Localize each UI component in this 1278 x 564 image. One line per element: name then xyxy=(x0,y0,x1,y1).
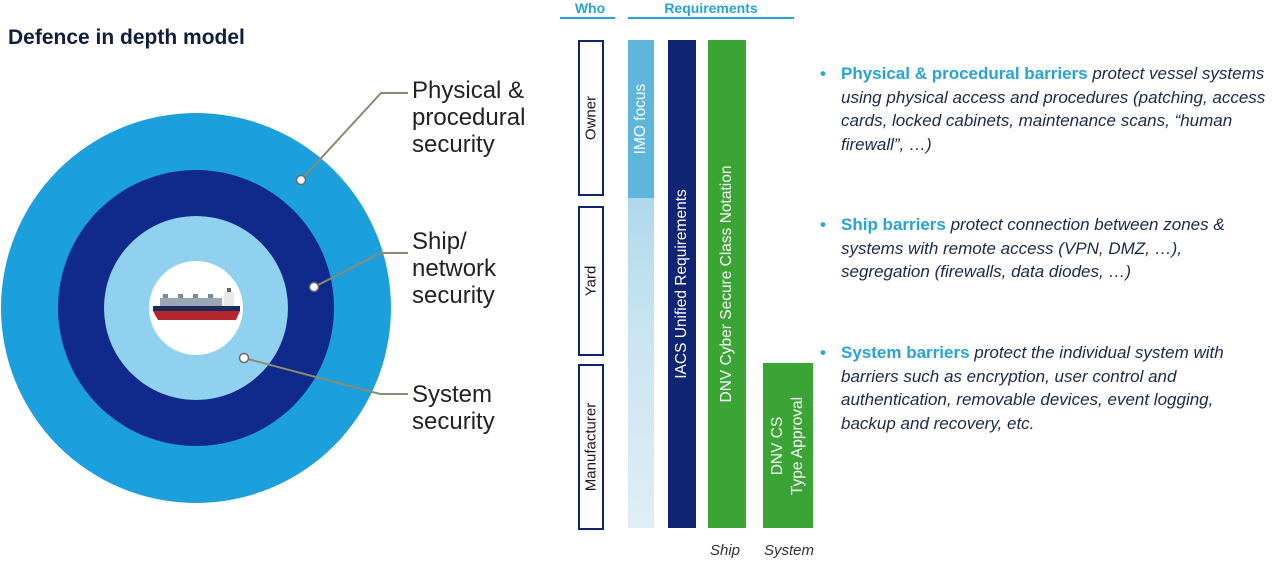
who-manufacturer: Manufacturer xyxy=(578,364,604,530)
header-requirements: Requirements xyxy=(664,0,758,16)
leader-lines xyxy=(243,92,408,395)
leader-middle xyxy=(313,252,408,288)
bullet-dot: • xyxy=(820,343,826,362)
bullet-body: protect the individual system with barri… xyxy=(841,343,1224,433)
bullet-system-barriers: • System barriers protect the individual… xyxy=(820,341,1272,435)
ship-icon xyxy=(153,288,240,320)
bullet-ship-barriers: • Ship barriers protect connection betwe… xyxy=(820,213,1272,284)
bar-imo-focus-label: IMO focus xyxy=(632,83,649,155)
leader-inner xyxy=(243,357,408,395)
bullet-highlight: Physical & procedural barriers xyxy=(841,64,1088,83)
header-who: Who xyxy=(574,0,606,16)
bullet-physical-procedural: • Physical & procedural barriers protect… xyxy=(820,62,1272,156)
bar-iacs-label: IACS Unified Requirements xyxy=(673,189,690,379)
bullet-body: protect connection between zones & syste… xyxy=(841,215,1225,281)
bullet-dot: • xyxy=(820,215,826,234)
bullet-dot: • xyxy=(820,64,826,83)
label-ship-network: Ship/ network security xyxy=(412,228,497,309)
bar-imo-focus: IMO focus xyxy=(628,40,654,198)
defence-circles-diagram xyxy=(1,92,408,503)
bullet-body: protect vessel systems using physical ac… xyxy=(841,64,1266,154)
label-physical-procedural: Physical & procedural security xyxy=(412,77,526,158)
leader-dots xyxy=(238,174,320,364)
leader-outer xyxy=(300,92,408,181)
page-title: Defence in depth model xyxy=(8,26,245,49)
bar-dnv-type-approval-label: DNV CS Type Approval xyxy=(769,396,806,495)
bar-iacs: IACS Unified Requirements xyxy=(668,40,696,528)
bottom-label-system: System xyxy=(764,542,815,559)
bar-dnv-class-notation: DNV Cyber Secure Class Notation xyxy=(708,40,746,528)
who-yard-label: Yard xyxy=(582,265,600,297)
who-yard: Yard xyxy=(578,206,604,356)
who-owner: Owner xyxy=(578,40,604,196)
bar-dnv-class-notation-label: DNV Cyber Secure Class Notation xyxy=(718,165,735,403)
bottom-label-ship: Ship xyxy=(710,542,741,559)
label-system-security: System security xyxy=(412,381,495,435)
header-who-underline xyxy=(560,17,615,19)
bullet-highlight: System barriers xyxy=(841,343,970,362)
bar-dnv-type-approval: DNV CS Type Approval xyxy=(763,363,813,528)
who-manufacturer-label: Manufacturer xyxy=(582,402,600,492)
who-owner-label: Owner xyxy=(582,95,600,141)
bullet-highlight: Ship barriers xyxy=(841,215,946,234)
header-requirements-underline xyxy=(628,17,794,19)
